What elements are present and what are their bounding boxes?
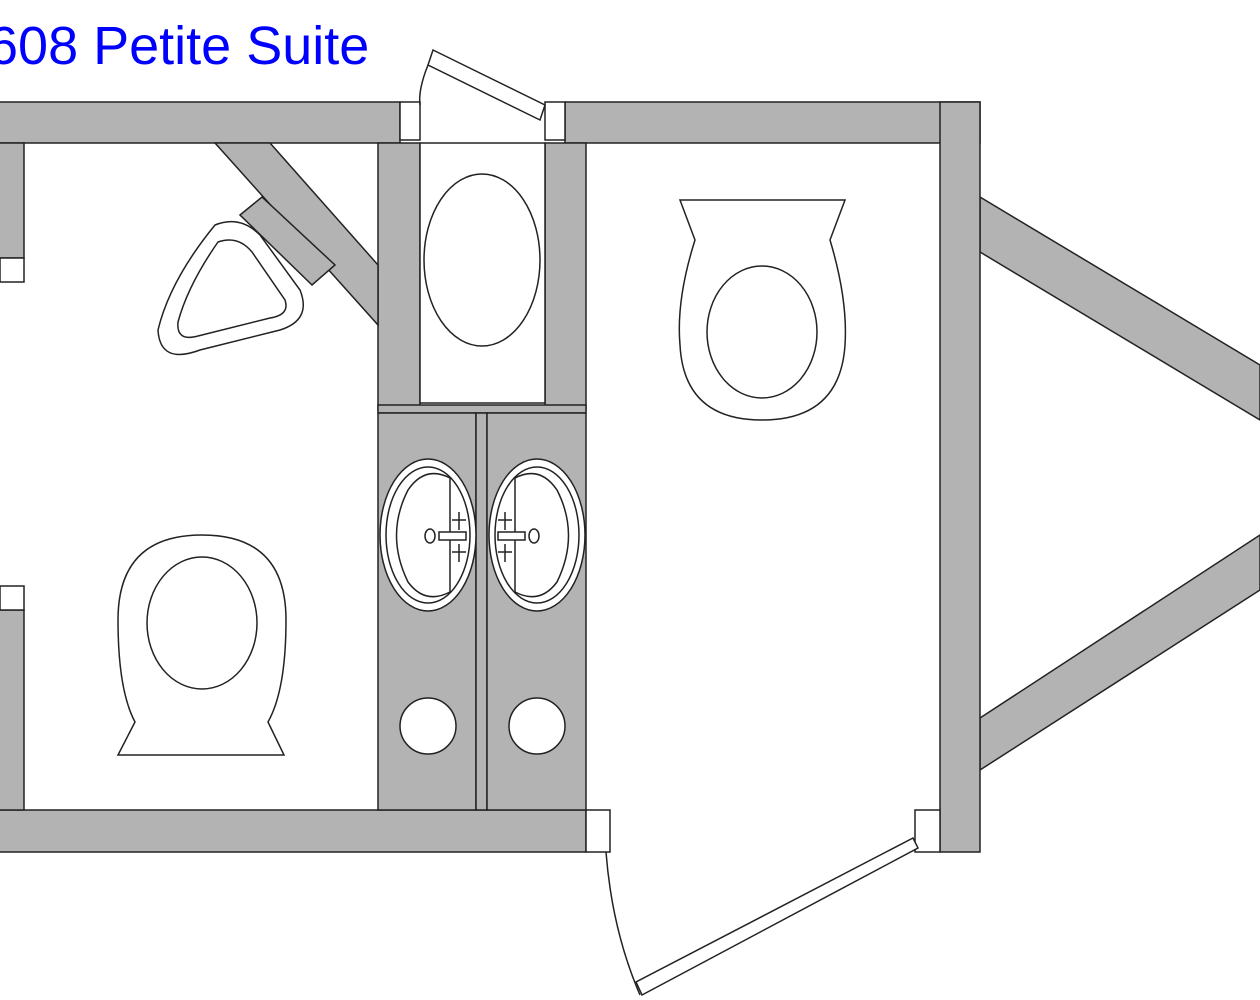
exterior-walls	[0, 101, 981, 853]
vanity-stool-left	[399, 697, 457, 755]
hitch-bar-upper	[979, 195, 1260, 421]
sink-right	[488, 458, 586, 612]
hitch-bar-lower	[979, 534, 1260, 772]
sink-left	[379, 458, 477, 612]
urinal	[157, 196, 337, 356]
vanity-stool-right	[508, 697, 566, 755]
plan-title: 608 Petite Suite	[0, 16, 369, 76]
shower-drain-basin	[423, 173, 541, 347]
top-door	[427, 48, 546, 122]
top-door-swing	[418, 64, 429, 106]
toilet-left	[116, 534, 287, 756]
toilet-right	[678, 199, 847, 421]
entry-door-swing	[605, 851, 641, 996]
entry-door	[635, 836, 919, 997]
